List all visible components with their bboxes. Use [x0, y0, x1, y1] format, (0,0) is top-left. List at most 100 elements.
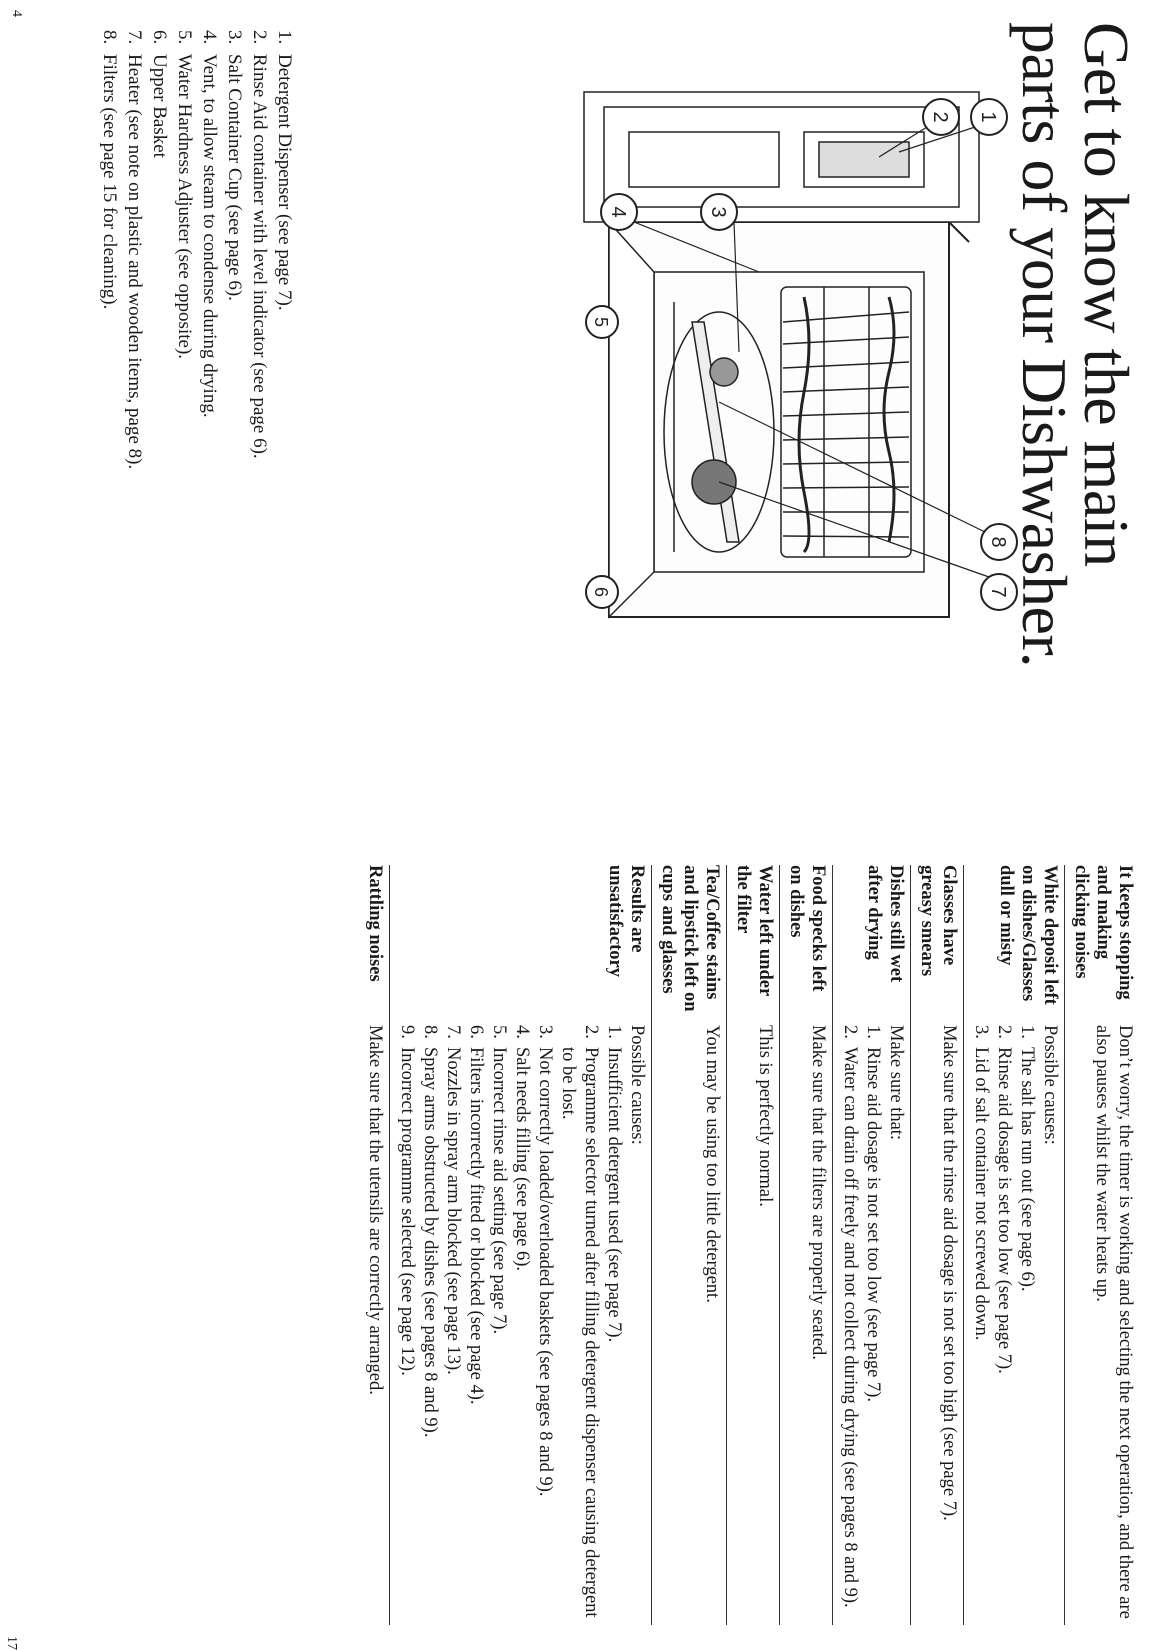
list-item: 1. Insufficient detergent used (see page …	[602, 1025, 625, 1625]
troubleshooting-table: It keeps stopping and making clicking no…	[358, 865, 1139, 1625]
list-item: 2. Water can drain off freely and not col…	[838, 1025, 861, 1625]
item-number: 7.	[443, 1025, 463, 1039]
callout-3: 3	[700, 193, 738, 231]
problem-cell: Water left under the filter	[726, 865, 780, 1025]
item-number: 1.	[604, 1025, 624, 1039]
item-text: Programme selector turned after filling …	[558, 1047, 601, 1618]
list-item: 2. Rinse aid dosage is set too low (see p…	[992, 1025, 1015, 1625]
callout-8: 8	[980, 523, 1018, 561]
list-item: 8.Filters (see page 15 for cleaning).	[99, 30, 120, 310]
open-door	[583, 91, 980, 619]
item-text: Filters incorrectly fitted or blocked (s…	[466, 1047, 486, 1405]
callout-1: 1	[970, 98, 1008, 136]
item-text: Rinse aid dosage is not set too low (see…	[863, 1047, 883, 1403]
item-text: Water can drain off freely and not colle…	[840, 1047, 860, 1608]
problem-cell: Rattling noises	[358, 865, 390, 1025]
list-item: 3.Salt Container Cup (see page 6).	[224, 30, 245, 301]
remedy-cell: Make sure that:1. Rinse aid dosage is not…	[832, 1025, 911, 1625]
item-text: Spray arms obstructed by dishes (see pag…	[420, 1047, 440, 1438]
remedy-text: Make sure that the rinse aid dosage is n…	[939, 1025, 959, 1521]
callout-6: 6	[585, 575, 619, 609]
list-item: 2.Rinse Aid container with level indicat…	[249, 30, 270, 459]
list-item: 4.Vent, to allow steam to condense durin…	[199, 30, 220, 418]
svg-text:2: 2	[929, 111, 951, 122]
lower-area	[663, 302, 775, 553]
list-item: 3. Not correctly loaded/overloaded basket…	[533, 1025, 556, 1625]
list-item: 3.Lid of salt container not screwed down…	[969, 1025, 992, 1625]
item-text: Incorrect rinse aid setting (see page 7)…	[489, 1047, 509, 1335]
svg-text:8: 8	[987, 536, 1009, 547]
remedy-text: Make sure that the utensils are correctl…	[365, 1025, 385, 1395]
item-number: 1.	[863, 1025, 883, 1039]
table-row: White deposit left on dishes/Glasses dul…	[963, 865, 1065, 1625]
list-item: 9.Incorrect programme selected (see page…	[395, 1025, 418, 1625]
remedy-text: You may be using too little detergent.	[702, 1025, 722, 1303]
title-line-1: Get to know the main	[1071, 22, 1142, 567]
remedy-cell: This is perfectly normal.	[726, 1025, 780, 1625]
remedy-cell: You may be using too little detergent.	[651, 1025, 727, 1625]
remedy-cell: Don’t worry, the timer is working and se…	[1065, 1025, 1140, 1625]
list-item: 5.Water Hardness Adjuster (see opposite)…	[174, 30, 195, 360]
item-text: Rinse aid dosage is set too low (see pag…	[994, 1047, 1014, 1374]
svg-text:3: 3	[707, 206, 729, 217]
list-item: 1.Detergent Dispenser (see page 7).	[274, 30, 295, 311]
problem-cell: Dishes still wet after drying	[832, 865, 911, 1025]
callout-number: 6	[591, 587, 611, 597]
item-number: 2.	[994, 1025, 1014, 1039]
problem-cell: Tea/Coffee stains and lipstick left on c…	[651, 865, 727, 1025]
item-text: The salt has run out (see page 6).	[1017, 1047, 1037, 1292]
remedy-text: Make sure that the filters are properly …	[808, 1025, 828, 1360]
item-text: Not correctly loaded/overloaded baskets …	[535, 1047, 555, 1497]
item-text: Insufficient detergent used (see page 7)…	[604, 1047, 624, 1343]
table-row: It keeps stopping and making clicking no…	[1065, 865, 1140, 1625]
remedy-intro: Make sure that:	[886, 1025, 906, 1141]
remedy-list: 1. Rinse aid dosage is not set too low (s…	[838, 1025, 884, 1625]
callout-4: 4	[600, 193, 638, 231]
item-number: 5.	[489, 1025, 509, 1039]
remedy-cell: Make sure that the utensils are correctl…	[358, 1025, 390, 1625]
problem-cell: It keeps stopping and making clicking no…	[1071, 865, 1135, 1000]
remedy-intro: Possible causes:	[627, 1025, 647, 1145]
item-number: 1.	[1017, 1025, 1037, 1039]
svg-text:1: 1	[977, 111, 999, 122]
problem-cell: Glasses have greasy smears	[910, 865, 964, 1025]
part-callouts: 1 2 3 4 7 8	[600, 98, 1018, 611]
callout-number: 5	[591, 317, 611, 327]
list-item: 1. Rinse aid dosage is not set too low (s…	[861, 1025, 884, 1625]
callout-2: 2	[922, 98, 960, 136]
list-item: 6.Filters incorrectly fitted or blocked …	[464, 1025, 487, 1625]
remedy-cell: Make sure that the rinse aid dosage is n…	[910, 1025, 964, 1625]
list-item: 8. Spray arms obstructed by dishes (see p…	[418, 1025, 441, 1625]
table-row: Tea/Coffee stains and lipstick left on c…	[651, 865, 727, 1625]
remedy-list: 1. The salt has run out (see page 6).2. Ri…	[969, 1025, 1038, 1625]
list-item: 5. Incorrect rinse aid setting (see page …	[487, 1025, 510, 1625]
item-number: 3.	[535, 1025, 555, 1039]
problem-cell: Food specks left on dishes	[779, 865, 833, 1025]
remedy-cell: Possible causes:1. Insufficient detergent…	[389, 1025, 652, 1625]
problem-cell: White deposit left on dishes/Glasses dul…	[963, 865, 1065, 1025]
problem-cell: Results are unsatisfactory	[389, 865, 652, 1025]
item-number: 4.	[512, 1025, 532, 1039]
item-text: Incorrect programme selected (see page 1…	[397, 1047, 417, 1376]
remedy-cell: Possible causes:1. The salt has run out (…	[963, 1025, 1065, 1625]
item-number: 2.	[840, 1025, 860, 1039]
parts-list: 1.Detergent Dispenser (see page 7). 2.Ri…	[97, 30, 297, 469]
list-item: 4.Salt needs filling (see page 6).	[510, 1025, 533, 1625]
callout-7: 7	[980, 573, 1018, 611]
item-number: 8.	[420, 1025, 440, 1039]
list-item: 1. The salt has run out (see page 6).	[1015, 1025, 1038, 1625]
page-number-right: 17	[4, 1636, 19, 1650]
list-item: 7.Nozzles in spray arm blocked (see page…	[441, 1025, 464, 1625]
callout-5: 5	[585, 305, 619, 339]
remedy-intro: Possible causes:	[1040, 1025, 1060, 1145]
remedy-list: 1. Insufficient detergent used (see page …	[395, 1025, 625, 1625]
page-number-left: 4	[9, 10, 24, 17]
remedy-text: Don’t worry, the timer is working and se…	[1092, 1025, 1135, 1619]
